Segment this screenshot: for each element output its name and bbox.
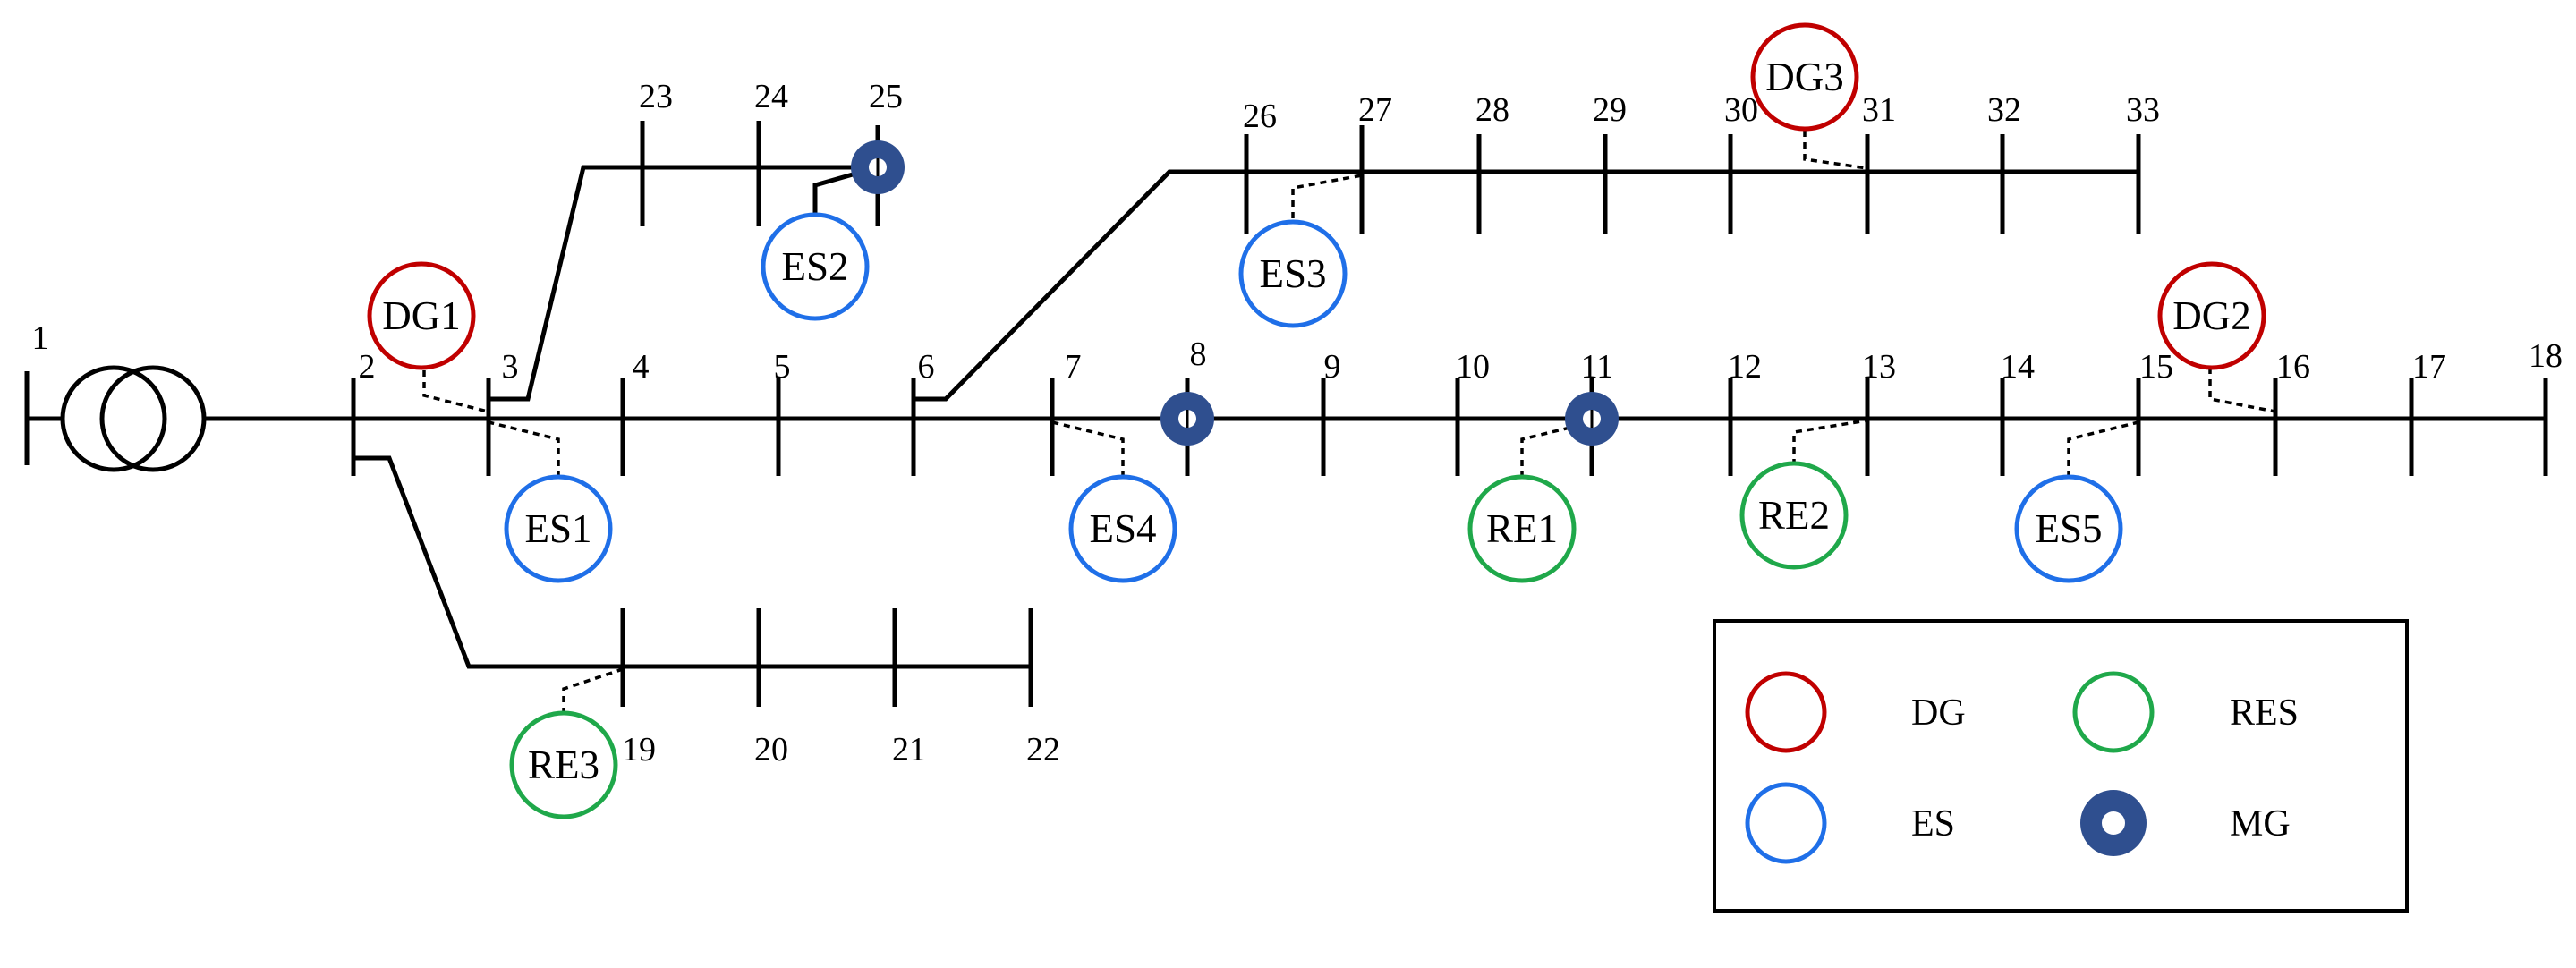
- dg2-connection: [2208, 356, 2276, 413]
- es1-device: ES1: [504, 474, 613, 583]
- bus-15-label: 15: [2139, 348, 2173, 386]
- dg2-device: DG2: [2157, 261, 2266, 370]
- dg3-connection: [1803, 119, 1868, 170]
- es3-device: ES3: [1238, 219, 1348, 328]
- bus-20-label: 20: [754, 731, 788, 768]
- re2-circle: [1739, 461, 1849, 570]
- es5-circle: [2014, 474, 2123, 583]
- legend-dg-icon: [1745, 671, 1827, 753]
- dg2-circle: [2157, 261, 2266, 370]
- es3-connection: [1291, 174, 1363, 218]
- es2-circle: [761, 212, 870, 321]
- es4-device: ES4: [1068, 474, 1177, 583]
- microgrid-bus-25-marker: [851, 140, 905, 194]
- es1-circle: [504, 474, 613, 583]
- re3-label: RE3: [528, 743, 599, 787]
- bus-14-label: 14: [2001, 348, 2035, 386]
- re3-circle: [509, 710, 618, 819]
- bus-18-label: 18: [2529, 337, 2563, 375]
- bus-19-label: 19: [622, 731, 656, 768]
- bus-7-label: 7: [1065, 348, 1082, 386]
- bus-4-label: 4: [633, 348, 650, 386]
- es5-device: ES5: [2014, 474, 2123, 583]
- bus-12-label: 12: [1728, 348, 1762, 386]
- es2-device: ES2: [761, 212, 870, 321]
- bus-23-label: 23: [639, 78, 673, 115]
- bus-9-label: 9: [1324, 348, 1341, 386]
- bus-24-label: 24: [754, 78, 788, 115]
- bus-6-label: 6: [918, 348, 935, 386]
- re3-connection: [562, 667, 624, 714]
- es3-label: ES3: [1259, 251, 1326, 296]
- bus-28-label: 28: [1475, 91, 1509, 129]
- bus-8-label: 8: [1190, 335, 1207, 373]
- bus-31-label: 31: [1862, 91, 1896, 129]
- dg1-device: DG1: [367, 261, 476, 370]
- bus-33-label: 33: [2126, 91, 2160, 129]
- legend-box: [1713, 619, 2409, 913]
- es5-label: ES5: [2035, 506, 2102, 551]
- branch-26-33: [911, 169, 2138, 419]
- re1-circle: [1467, 474, 1577, 583]
- transformer: [24, 365, 276, 472]
- dg2-label: DG2: [2172, 293, 2251, 338]
- microgrid-markers: [851, 140, 1619, 446]
- legend-res-label: RES: [2230, 692, 2299, 734]
- branch-19-22: [353, 455, 1031, 669]
- re2-connection: [1792, 419, 1868, 465]
- legend: DG RES ES MG: [1713, 619, 2409, 913]
- legend-dg-label: DG: [1911, 692, 1966, 734]
- re2-label: RE2: [1758, 493, 1830, 538]
- bus-5-label: 5: [774, 348, 791, 386]
- re1-device: RE1: [1467, 474, 1577, 583]
- es4-circle: [1068, 474, 1177, 583]
- bus-3-label: 3: [502, 348, 519, 386]
- dg1-label: DG1: [382, 293, 461, 338]
- es4-label: ES4: [1089, 506, 1156, 551]
- bus-27-label: 27: [1358, 91, 1392, 129]
- bus-10-label: 10: [1456, 348, 1490, 386]
- bus-26-label: 26: [1243, 98, 1277, 135]
- dg3-label: DG3: [1765, 55, 1844, 99]
- es1-label: ES1: [524, 506, 591, 551]
- legend-mg-label: MG: [2230, 803, 2291, 845]
- bus-22-label: 22: [1026, 731, 1060, 768]
- bus-2-label: 2: [359, 348, 376, 386]
- bus-1-label: 1: [32, 319, 49, 357]
- dg3-circle: [1750, 22, 1859, 132]
- microgrid-bus-11-marker: [1565, 392, 1619, 446]
- bus-11-label: 11: [1581, 348, 1614, 386]
- feeder-lines: [274, 165, 2546, 669]
- bus-30-label: 30: [1724, 91, 1758, 129]
- es3-circle: [1238, 219, 1348, 328]
- legend-es-label: ES: [1911, 803, 1955, 845]
- es5-connection: [2067, 420, 2139, 478]
- bus-32-label: 32: [1987, 91, 2021, 129]
- re1-label: RE1: [1486, 506, 1558, 551]
- bus-ticks: [351, 121, 2548, 707]
- bus-21-label: 21: [892, 731, 926, 768]
- microgrid-bus-8-marker: [1160, 392, 1214, 446]
- es1-connection: [488, 420, 560, 478]
- bus-29-label: 29: [1593, 91, 1627, 129]
- legend-es-icon: [1745, 782, 1827, 864]
- legend-res-icon: [2072, 671, 2155, 753]
- bus-17-label: 17: [2412, 348, 2446, 386]
- es2-label: ES2: [781, 244, 848, 289]
- dg1-circle: [367, 261, 476, 370]
- re3-device: RE3: [509, 710, 618, 819]
- legend-mg-icon: [2080, 790, 2147, 856]
- bus-25-label: 25: [869, 78, 903, 115]
- re2-device: RE2: [1739, 461, 1849, 570]
- es4-connection: [1051, 420, 1125, 478]
- dg3-device: DG3: [1750, 22, 1859, 132]
- bus-16-label: 16: [2276, 348, 2310, 386]
- dg1-connection: [422, 359, 489, 413]
- bus-13-label: 13: [1862, 348, 1896, 386]
